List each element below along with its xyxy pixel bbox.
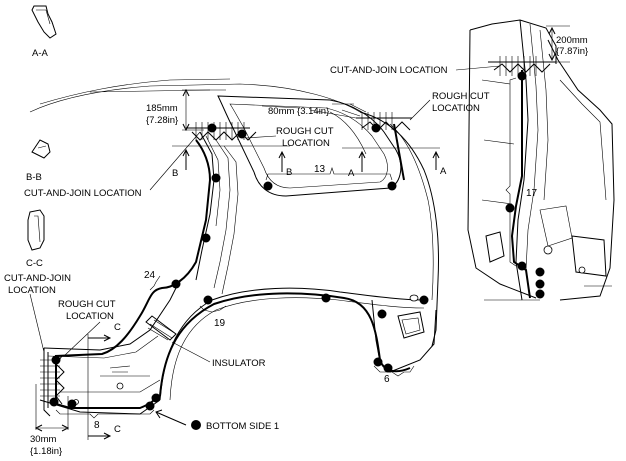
dimension-200: 200mm {7.87in} (546, 25, 588, 63)
marker-c-top: C (114, 322, 121, 333)
dimension-185: 185mm {7.28in} (146, 88, 226, 132)
cut-symbol-a (356, 112, 412, 131)
leader-lines (29, 65, 501, 426)
marker-b-left: B (172, 168, 178, 179)
cut-join-mid-left-label: CUT-AND-JOIN LOCATION (24, 188, 142, 199)
rough-cut-right-line1: ROUGH CUT (432, 91, 490, 102)
section-markers: B B A A C C (87, 145, 447, 440)
rough-cut-bottom-left-line1: ROUGH CUT (58, 299, 116, 310)
dim-200-mm: 200mm (556, 35, 588, 46)
section-b-b-view: B-B (26, 139, 51, 183)
marker-b-right: B (286, 167, 292, 178)
marker-a-right: A (440, 166, 447, 177)
callout-braces: 13 17 24 19 6 8 (55, 77, 538, 431)
section-b-b-label: B-B (26, 172, 42, 183)
cut-join-bottom-left-line1: CUT-AND-JOIN (4, 273, 71, 284)
dim-185-mm: 185mm (146, 103, 178, 114)
section-c-c-view: C-C (26, 209, 45, 269)
c-pillar-inner-view (467, 19, 615, 301)
callout-17: 17 (526, 188, 538, 199)
rough-cut-bottom-left-line2: LOCATION (66, 311, 114, 322)
callout-24: 24 (144, 270, 156, 281)
rough-cut-mid-line2: LOCATION (282, 138, 330, 149)
marker-a-left: A (348, 168, 355, 179)
dim-80: 80mm {3.14in} (268, 106, 329, 117)
dim-185-in: {7.28in} (146, 115, 178, 126)
labels: CUT-AND-JOIN LOCATION ROUGH CUT LOCATION… (4, 65, 490, 432)
bottom-side-label: BOTTOM SIDE 1 (206, 421, 279, 432)
callout-6: 6 (384, 374, 390, 385)
section-a-a-label: A-A (32, 48, 49, 59)
dim-30-mm: 30mm (30, 434, 56, 445)
insulator-label: INSULATOR (212, 358, 266, 369)
section-c-c-label: C-C (26, 258, 43, 269)
marker-c-bottom: C (114, 424, 121, 435)
callout-13: 13 (314, 164, 326, 175)
callout-8: 8 (94, 420, 100, 431)
cut-join-bottom-left-line2: LOCATION (8, 285, 56, 296)
spot-weld-points (49, 71, 545, 430)
insulator-part (145, 315, 177, 341)
bottom-side-legend-dot (191, 420, 201, 430)
dimension-80: 80mm {3.14in} (268, 103, 367, 117)
callout-19: 19 (214, 318, 226, 329)
rough-cut-right-line2: LOCATION (432, 103, 480, 114)
cut-join-top-right-label: CUT-AND-JOIN LOCATION (330, 65, 448, 76)
dim-200-in: {7.87in} (556, 46, 588, 57)
section-a-a-view: A-A (31, 5, 57, 59)
dimension-30: 30mm {1.18in} (30, 384, 70, 457)
dim-30-in: {1.18in} (30, 446, 62, 457)
rough-cut-mid-line1: ROUGH CUT (276, 126, 334, 137)
